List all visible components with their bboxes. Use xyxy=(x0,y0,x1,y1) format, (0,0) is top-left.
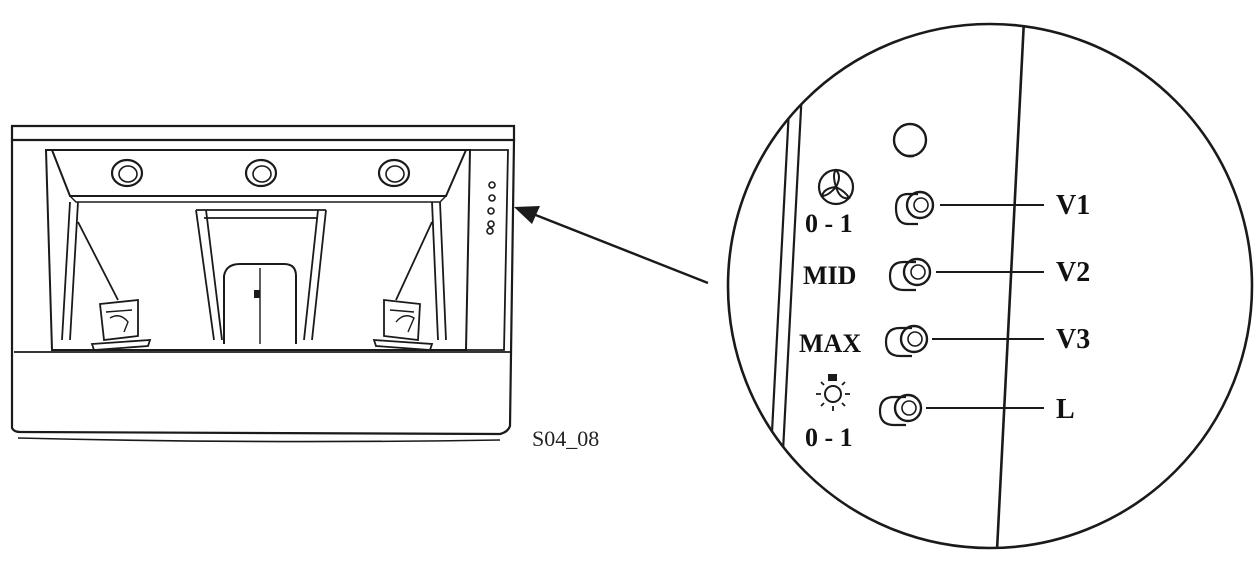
zoom-arrow xyxy=(514,206,709,285)
panel-edge-right xyxy=(994,25,1026,547)
filter-clip-left xyxy=(90,299,152,351)
button-v1 xyxy=(894,190,935,226)
hood-lamp xyxy=(244,158,278,188)
button-v3 xyxy=(884,324,929,358)
hood-lamp xyxy=(110,158,144,188)
zoom-circle xyxy=(726,22,1254,550)
light-icon xyxy=(816,374,850,411)
callout-v3: V3 xyxy=(1056,324,1090,355)
panel-button-top xyxy=(892,122,928,158)
panel-edge-left xyxy=(768,89,804,471)
hood-top-edge xyxy=(10,124,516,142)
side-panel xyxy=(466,149,509,351)
fan-icon xyxy=(817,168,855,206)
label-mid: MID xyxy=(803,261,856,290)
label-fan-toggle: 0 - 1 xyxy=(805,209,853,238)
cavity-right-strut xyxy=(395,201,447,341)
callout-l: L xyxy=(1056,394,1075,425)
lamp-strip-lower xyxy=(69,195,447,203)
side-panel-buttons xyxy=(486,181,496,235)
button-v2 xyxy=(888,257,932,292)
hood-bottom-edge xyxy=(17,437,501,443)
cavity-left-strut xyxy=(61,201,119,341)
motor-housing xyxy=(223,263,297,344)
lamp-strip xyxy=(51,149,467,197)
hood-outer-body xyxy=(10,139,516,436)
button-l xyxy=(878,393,923,427)
callout-v1: V1 xyxy=(1056,190,1090,221)
center-frame xyxy=(195,209,327,341)
hood-lamp xyxy=(377,158,411,188)
label-max: MAX xyxy=(799,329,861,358)
callout-v2: V2 xyxy=(1056,257,1090,288)
figure-code: S04_08 xyxy=(532,426,599,451)
cooker-hood xyxy=(10,124,516,443)
motor-knob xyxy=(254,290,260,298)
filter-clip-right xyxy=(372,298,434,351)
zoomed-control-panel: 0 - 1 MID MAX 0 - 1 xyxy=(726,22,1254,550)
label-light-toggle: 0 - 1 xyxy=(805,423,853,452)
